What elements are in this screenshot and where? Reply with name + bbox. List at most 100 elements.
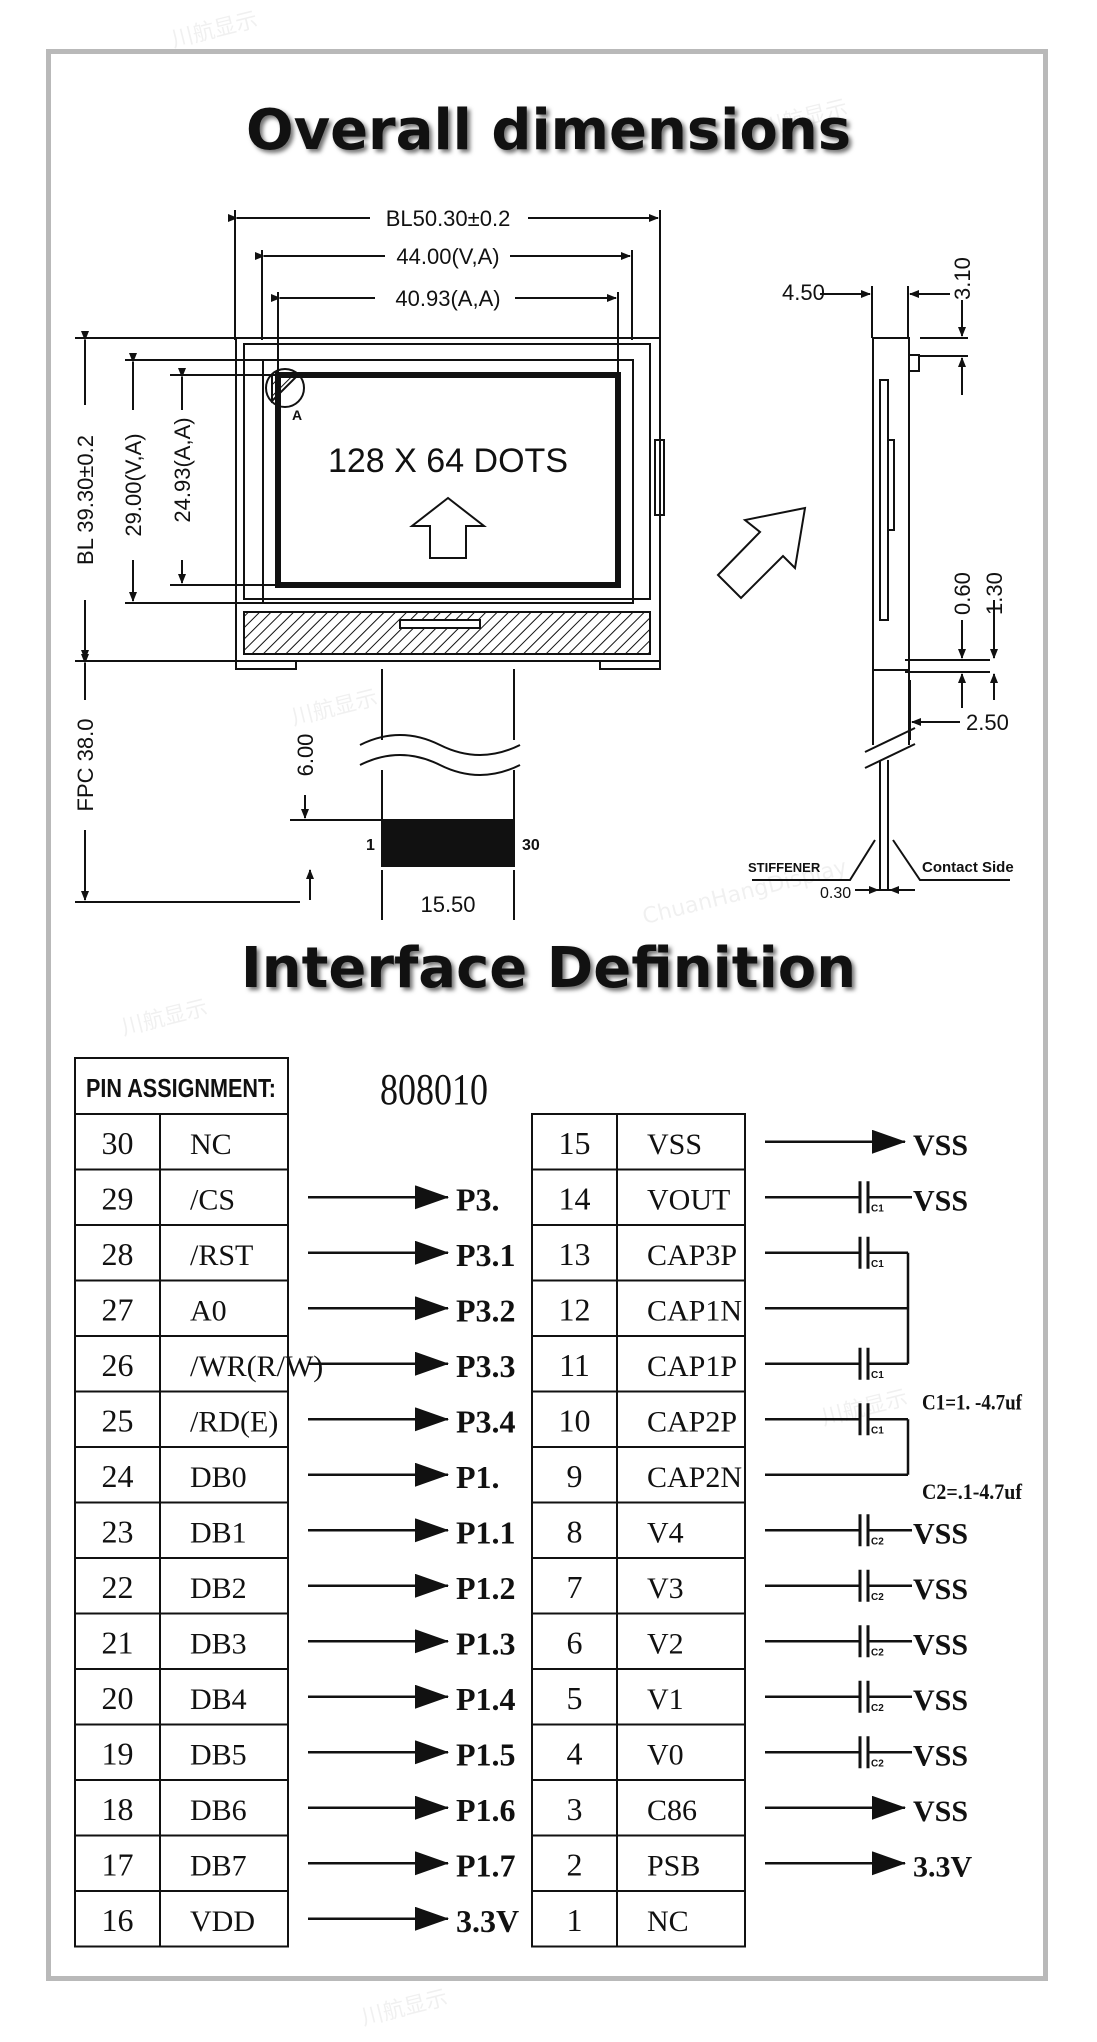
right-pin-number: 14 bbox=[559, 1181, 591, 1217]
right-pin-connection: VSS bbox=[913, 1739, 968, 1772]
right-pin-connection: VSS bbox=[913, 1628, 968, 1661]
fpc-pad-label: 6.00 bbox=[293, 734, 318, 777]
stiffener-label: STIFFENER bbox=[748, 860, 821, 875]
left-pin-number: 22 bbox=[102, 1569, 134, 1605]
left-pin-name: NC bbox=[190, 1128, 232, 1161]
right-pin-name: V1 bbox=[647, 1683, 684, 1716]
capacitor-label: C1 bbox=[871, 1425, 884, 1436]
bl-width-label: BL50.30±0.2 bbox=[386, 206, 511, 231]
left-pin-name: /CS bbox=[190, 1184, 235, 1217]
right-pin-name-cell bbox=[616, 1890, 746, 1948]
right-pin-connection: VSS bbox=[913, 1573, 968, 1606]
interface-definition-heading: Interface Definition bbox=[240, 936, 857, 1001]
fpc-length-label: FPC 38.0 bbox=[73, 719, 98, 812]
left-pin-name-cell bbox=[159, 1890, 289, 1948]
right-pin-number: 3 bbox=[567, 1791, 583, 1827]
right-pin-name: VOUT bbox=[647, 1184, 730, 1217]
corner-mark-label: A bbox=[292, 407, 302, 423]
pin-last-label: 30 bbox=[522, 837, 540, 854]
right-pin-number: 12 bbox=[559, 1292, 591, 1328]
pin-first-label: 1 bbox=[366, 837, 375, 854]
right-pin-name: V0 bbox=[647, 1739, 684, 1772]
right-pin-number: 6 bbox=[567, 1625, 583, 1661]
right-pin-name: V2 bbox=[647, 1628, 684, 1661]
right-pin-name: V4 bbox=[647, 1517, 684, 1550]
right-pin-name: C86 bbox=[647, 1794, 697, 1827]
left-pin-number: 24 bbox=[102, 1458, 134, 1494]
right-pin-connection: VSS bbox=[913, 1684, 968, 1717]
left-pin-connection: P1.4 bbox=[456, 1681, 516, 1717]
side-1-30-label: 1.30 bbox=[982, 572, 1007, 615]
left-pin-connection: P3. bbox=[456, 1181, 500, 1217]
side-0-60-label: 0.60 bbox=[950, 572, 975, 615]
left-pin-connection: P1.1 bbox=[456, 1514, 516, 1550]
right-pin-number: 9 bbox=[567, 1458, 583, 1494]
capacitor-label: C2 bbox=[871, 1592, 884, 1603]
right-pin-name: VSS bbox=[647, 1128, 702, 1161]
right-pin-name: NC bbox=[647, 1905, 689, 1938]
left-pin-number: 27 bbox=[102, 1292, 134, 1328]
left-pin-number: 17 bbox=[102, 1847, 134, 1883]
right-pin-number: 15 bbox=[559, 1125, 591, 1161]
left-pin-name: /RD(E) bbox=[190, 1406, 278, 1439]
va-width-label: 44.00(V,A) bbox=[396, 244, 499, 269]
left-pin-number: 23 bbox=[102, 1514, 134, 1550]
capacitor-label: C2 bbox=[871, 1536, 884, 1547]
left-pin-name: DB7 bbox=[190, 1850, 247, 1883]
left-pin-name: VDD bbox=[190, 1905, 255, 1938]
right-pin-number: 13 bbox=[559, 1236, 591, 1272]
aa-height-label: 24.93(A,A) bbox=[170, 417, 195, 522]
right-pin-number: 1 bbox=[567, 1902, 583, 1938]
left-pin-number: 30 bbox=[102, 1125, 134, 1161]
right-pin-connection: VSS bbox=[913, 1795, 968, 1828]
left-pin-name: DB5 bbox=[190, 1739, 247, 1772]
side-2-50-label: 2.50 bbox=[966, 710, 1009, 735]
right-pin-name: CAP1N bbox=[647, 1295, 742, 1328]
left-pin-number: 26 bbox=[102, 1347, 134, 1383]
model-label: 808010 bbox=[380, 1065, 488, 1114]
capacitor-label: C1 bbox=[871, 1203, 884, 1214]
diagram-frame bbox=[46, 49, 1048, 1981]
left-pin-name: A0 bbox=[190, 1295, 227, 1328]
right-pin-connection: VSS bbox=[913, 1184, 968, 1217]
right-pin-number: 4 bbox=[567, 1736, 583, 1772]
fpc-width-label: 15.50 bbox=[420, 892, 475, 917]
right-pin-number: 7 bbox=[567, 1569, 583, 1605]
capacitor-label: C2 bbox=[871, 1703, 884, 1714]
left-pin-connection: P1.6 bbox=[456, 1792, 516, 1828]
right-pin-number: 2 bbox=[567, 1847, 583, 1883]
left-pin-name: /WR(R/W) bbox=[190, 1350, 323, 1383]
dots-label: 128 X 64 DOTS bbox=[328, 442, 568, 480]
left-pin-number: 29 bbox=[102, 1181, 134, 1217]
left-pin-name: DB2 bbox=[190, 1572, 247, 1605]
left-pin-connection: P1.3 bbox=[456, 1625, 516, 1661]
left-pin-name: /RST bbox=[190, 1239, 253, 1272]
left-pin-number: 25 bbox=[102, 1403, 134, 1439]
right-pin-name: CAP3P bbox=[647, 1239, 737, 1272]
left-pin-number: 16 bbox=[102, 1902, 134, 1938]
left-pin-connection: P1.7 bbox=[456, 1847, 516, 1883]
right-pin-number: 11 bbox=[559, 1347, 590, 1383]
capacitor-label: C1 bbox=[871, 1259, 884, 1270]
right-pin-name: V3 bbox=[647, 1572, 684, 1605]
left-pin-number: 21 bbox=[102, 1625, 134, 1661]
left-pin-connection: P1. bbox=[456, 1459, 500, 1495]
left-pin-number: 28 bbox=[102, 1236, 134, 1272]
left-pin-connection: P1.5 bbox=[456, 1736, 516, 1772]
left-pin-name: DB1 bbox=[190, 1517, 247, 1550]
va-height-label: 29.00(V,A) bbox=[121, 433, 146, 536]
overall-dimensions-heading: Overall dimensions bbox=[245, 98, 852, 163]
right-pin-number: 5 bbox=[567, 1680, 583, 1716]
right-pin-name: CAP2N bbox=[647, 1461, 742, 1494]
left-pin-number: 18 bbox=[102, 1791, 134, 1827]
left-pin-connection: P3.2 bbox=[456, 1292, 516, 1328]
left-pin-name: DB3 bbox=[190, 1628, 247, 1661]
bl-height-label: BL 39.30±0.2 bbox=[73, 435, 98, 565]
c2-note: C2=.1-4.7uf bbox=[922, 1479, 1023, 1504]
right-pin-name: CAP2P bbox=[647, 1406, 737, 1439]
left-pin-name: DB0 bbox=[190, 1461, 247, 1494]
left-pin-number: 19 bbox=[102, 1736, 134, 1772]
right-pin-connection: VSS bbox=[913, 1517, 968, 1550]
left-pin-number: 20 bbox=[102, 1680, 134, 1716]
